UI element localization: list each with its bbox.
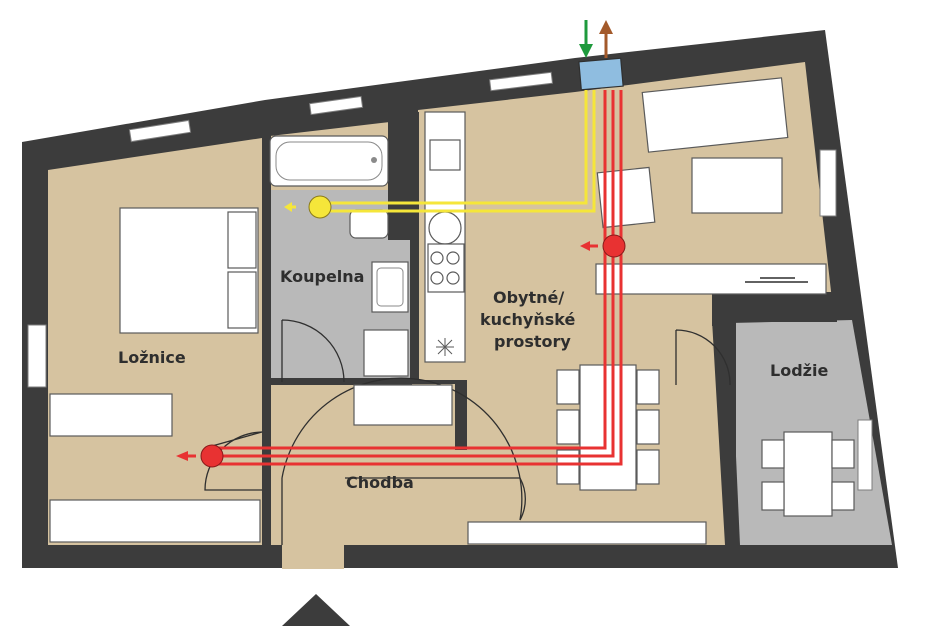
wall-bath-kitchen (410, 112, 419, 384)
wall-loggia-side (726, 320, 736, 548)
bathtub (269, 135, 389, 187)
entrance-triangle-icon (282, 594, 350, 626)
tv-cabinet (595, 263, 827, 295)
fresh-air-duct (330, 90, 596, 213)
entrance-opening (282, 545, 344, 569)
hall-cabinet (353, 384, 453, 426)
room-label-bathroom: Koupelna (280, 267, 364, 286)
sink-icon (371, 261, 409, 313)
loggia-table-set (761, 431, 855, 517)
extract-outlet-icon (580, 234, 626, 258)
room-label-hallway: Chodba (346, 473, 414, 492)
extract-outlet-bedroom-icon (176, 444, 224, 468)
coffee-table (691, 157, 783, 214)
wall-bath-hall (262, 378, 412, 385)
room-label-living-3: prostory (494, 332, 571, 351)
dining-set (556, 364, 660, 491)
washing-machine (363, 329, 409, 377)
cooktop-icon (436, 338, 454, 356)
bedroom-floor (48, 138, 262, 545)
room-label-bedroom: Ložnice (118, 348, 186, 367)
loggia-door-track (745, 277, 808, 283)
bedroom-wardrobe (49, 393, 173, 437)
bed (119, 207, 259, 334)
bedroom-cabinet (49, 499, 261, 543)
room-label-loggia: Lodžie (770, 361, 828, 380)
wall-shaft (388, 120, 412, 240)
room-label-living-2: kuchyňské (480, 310, 575, 329)
wall-bedroom-bath (262, 130, 271, 546)
exhaust-duct (218, 90, 623, 466)
ventilation-unit-icon (578, 57, 624, 91)
wall-loggia-top (712, 292, 837, 322)
wall-hall-living (455, 380, 467, 450)
sofa (641, 77, 789, 153)
exhaust-outlet-arrow-icon (599, 20, 613, 58)
windows (27, 71, 873, 491)
toilet (349, 209, 389, 239)
kitchen-counter (424, 111, 466, 363)
supply-outlet-icon (284, 195, 332, 219)
living-sideboard (467, 521, 707, 545)
fresh-air-intake-arrow-icon (579, 20, 593, 58)
room-label-living-1: Obytné/ (493, 288, 564, 307)
